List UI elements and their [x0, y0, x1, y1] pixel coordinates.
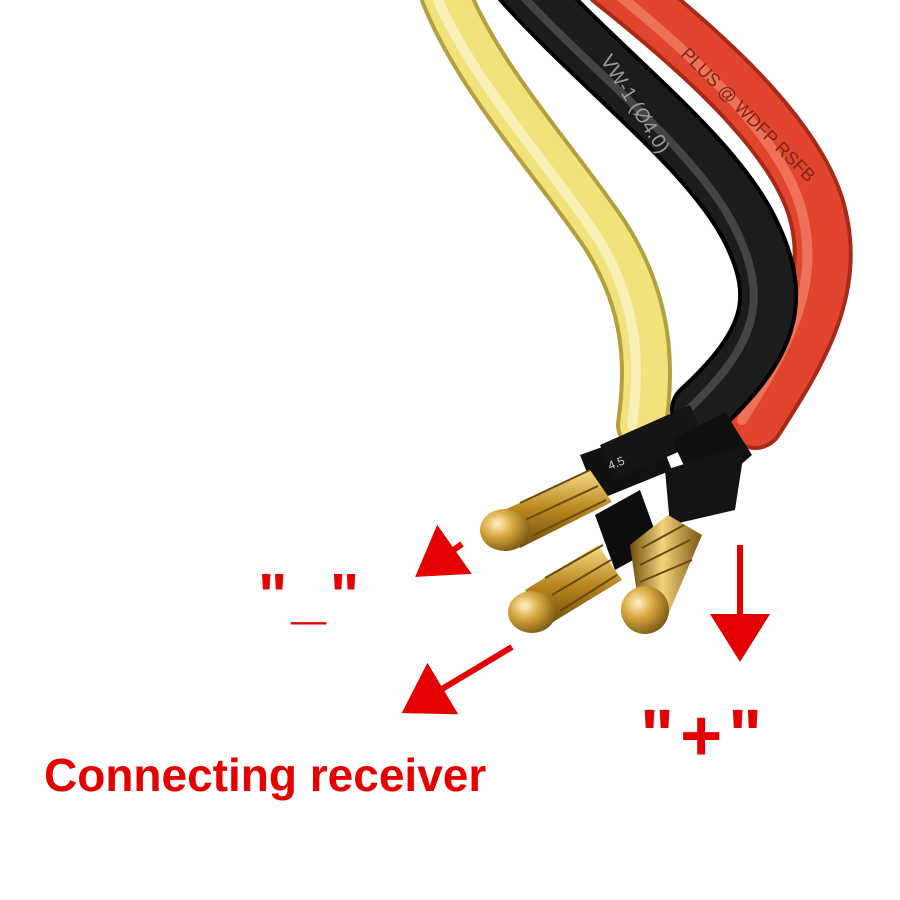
- middle-bullet-connector: [508, 490, 660, 633]
- heatshrink-print: 4.5: [606, 453, 627, 472]
- plus-label: "+": [640, 696, 769, 776]
- upper-bullet-connector: 4.5: [480, 405, 705, 551]
- right-bullet-connector: [621, 412, 752, 634]
- black-wire: [497, 0, 799, 440]
- connecting-receiver-label: Connecting receiver: [44, 749, 487, 801]
- yellow-wire: [419, 0, 672, 451]
- arrow-receiver: [401, 644, 514, 715]
- arrow-minus: [415, 524, 472, 577]
- minus-label: "_": [258, 562, 364, 631]
